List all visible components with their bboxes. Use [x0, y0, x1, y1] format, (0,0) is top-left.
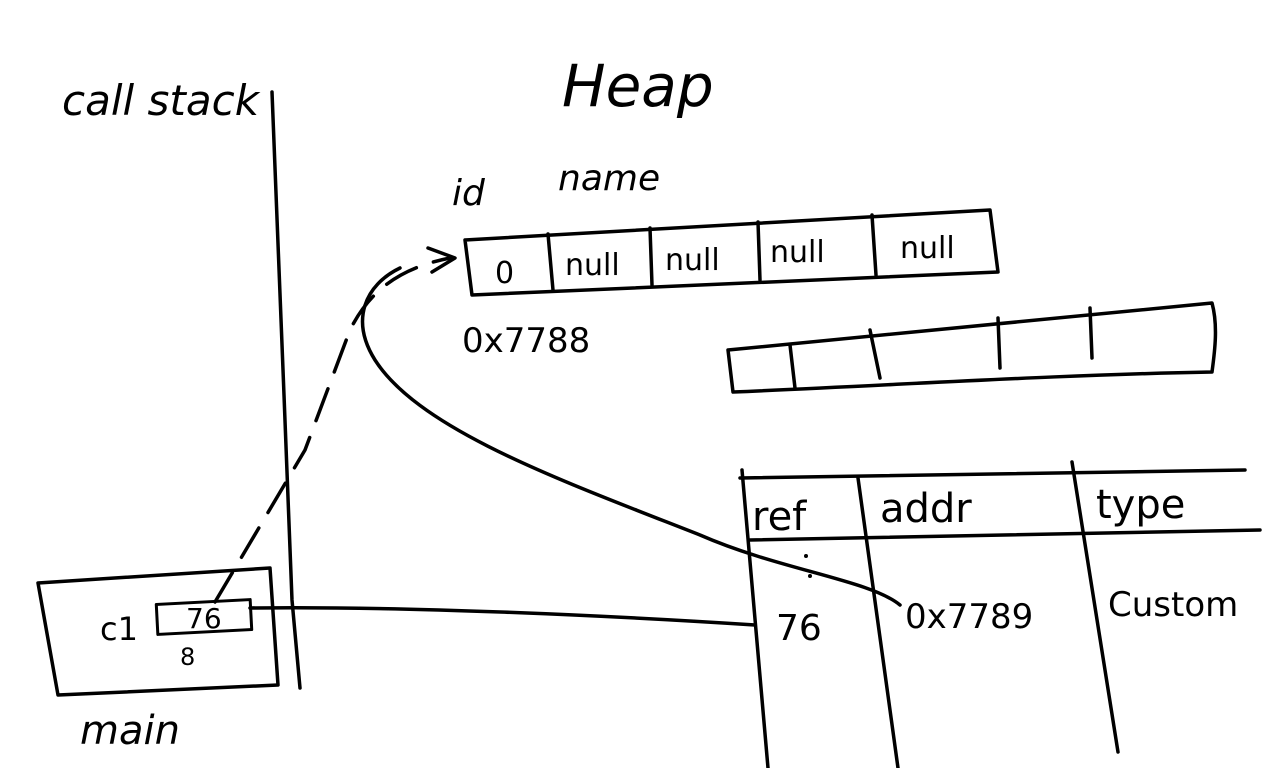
- table-header-type: type: [1096, 482, 1185, 528]
- table-header-addr: addr: [880, 486, 972, 532]
- call-stack-divider: [270, 90, 302, 690]
- array-cell-4: null: [900, 231, 955, 266]
- array-cell-1: null: [565, 248, 620, 283]
- reference-table: ref addr type 76 0x7789 Custom: [738, 460, 1262, 768]
- field-name-label: name: [558, 158, 660, 199]
- empty-heap-array: [726, 301, 1218, 394]
- field-id-label: id: [452, 173, 486, 214]
- array-cell-2: null: [665, 243, 720, 278]
- variable-size: 8: [180, 643, 195, 671]
- dashed-arrow-head: [426, 246, 457, 274]
- array-address: 0x7788: [462, 321, 590, 361]
- table-dot-2: [808, 574, 812, 578]
- array-cell-0: 0: [495, 256, 514, 291]
- table-header-ref: ref: [752, 494, 807, 540]
- address-to-array-curve: [360, 266, 902, 607]
- object-array: 0 null null null null: [463, 208, 1000, 297]
- table-dot-1: [804, 554, 808, 558]
- table-cell-type: Custom: [1108, 585, 1238, 625]
- variable-c1-slot: [154, 598, 254, 636]
- call-stack-label: call stack: [62, 76, 261, 125]
- variable-c1-value: 76: [186, 602, 222, 635]
- array-cell-3: null: [770, 235, 825, 270]
- table-cell-ref: 76: [776, 608, 822, 649]
- dashed-reference-arrow: [213, 256, 452, 604]
- slot-to-ref-line: [248, 605, 757, 627]
- table-cell-addr: 0x7789: [905, 597, 1033, 637]
- main-frame-label: main: [80, 708, 180, 754]
- main-frame-box: [36, 566, 280, 697]
- variable-c1: c1: [100, 610, 138, 648]
- heap-label: Heap: [562, 52, 714, 120]
